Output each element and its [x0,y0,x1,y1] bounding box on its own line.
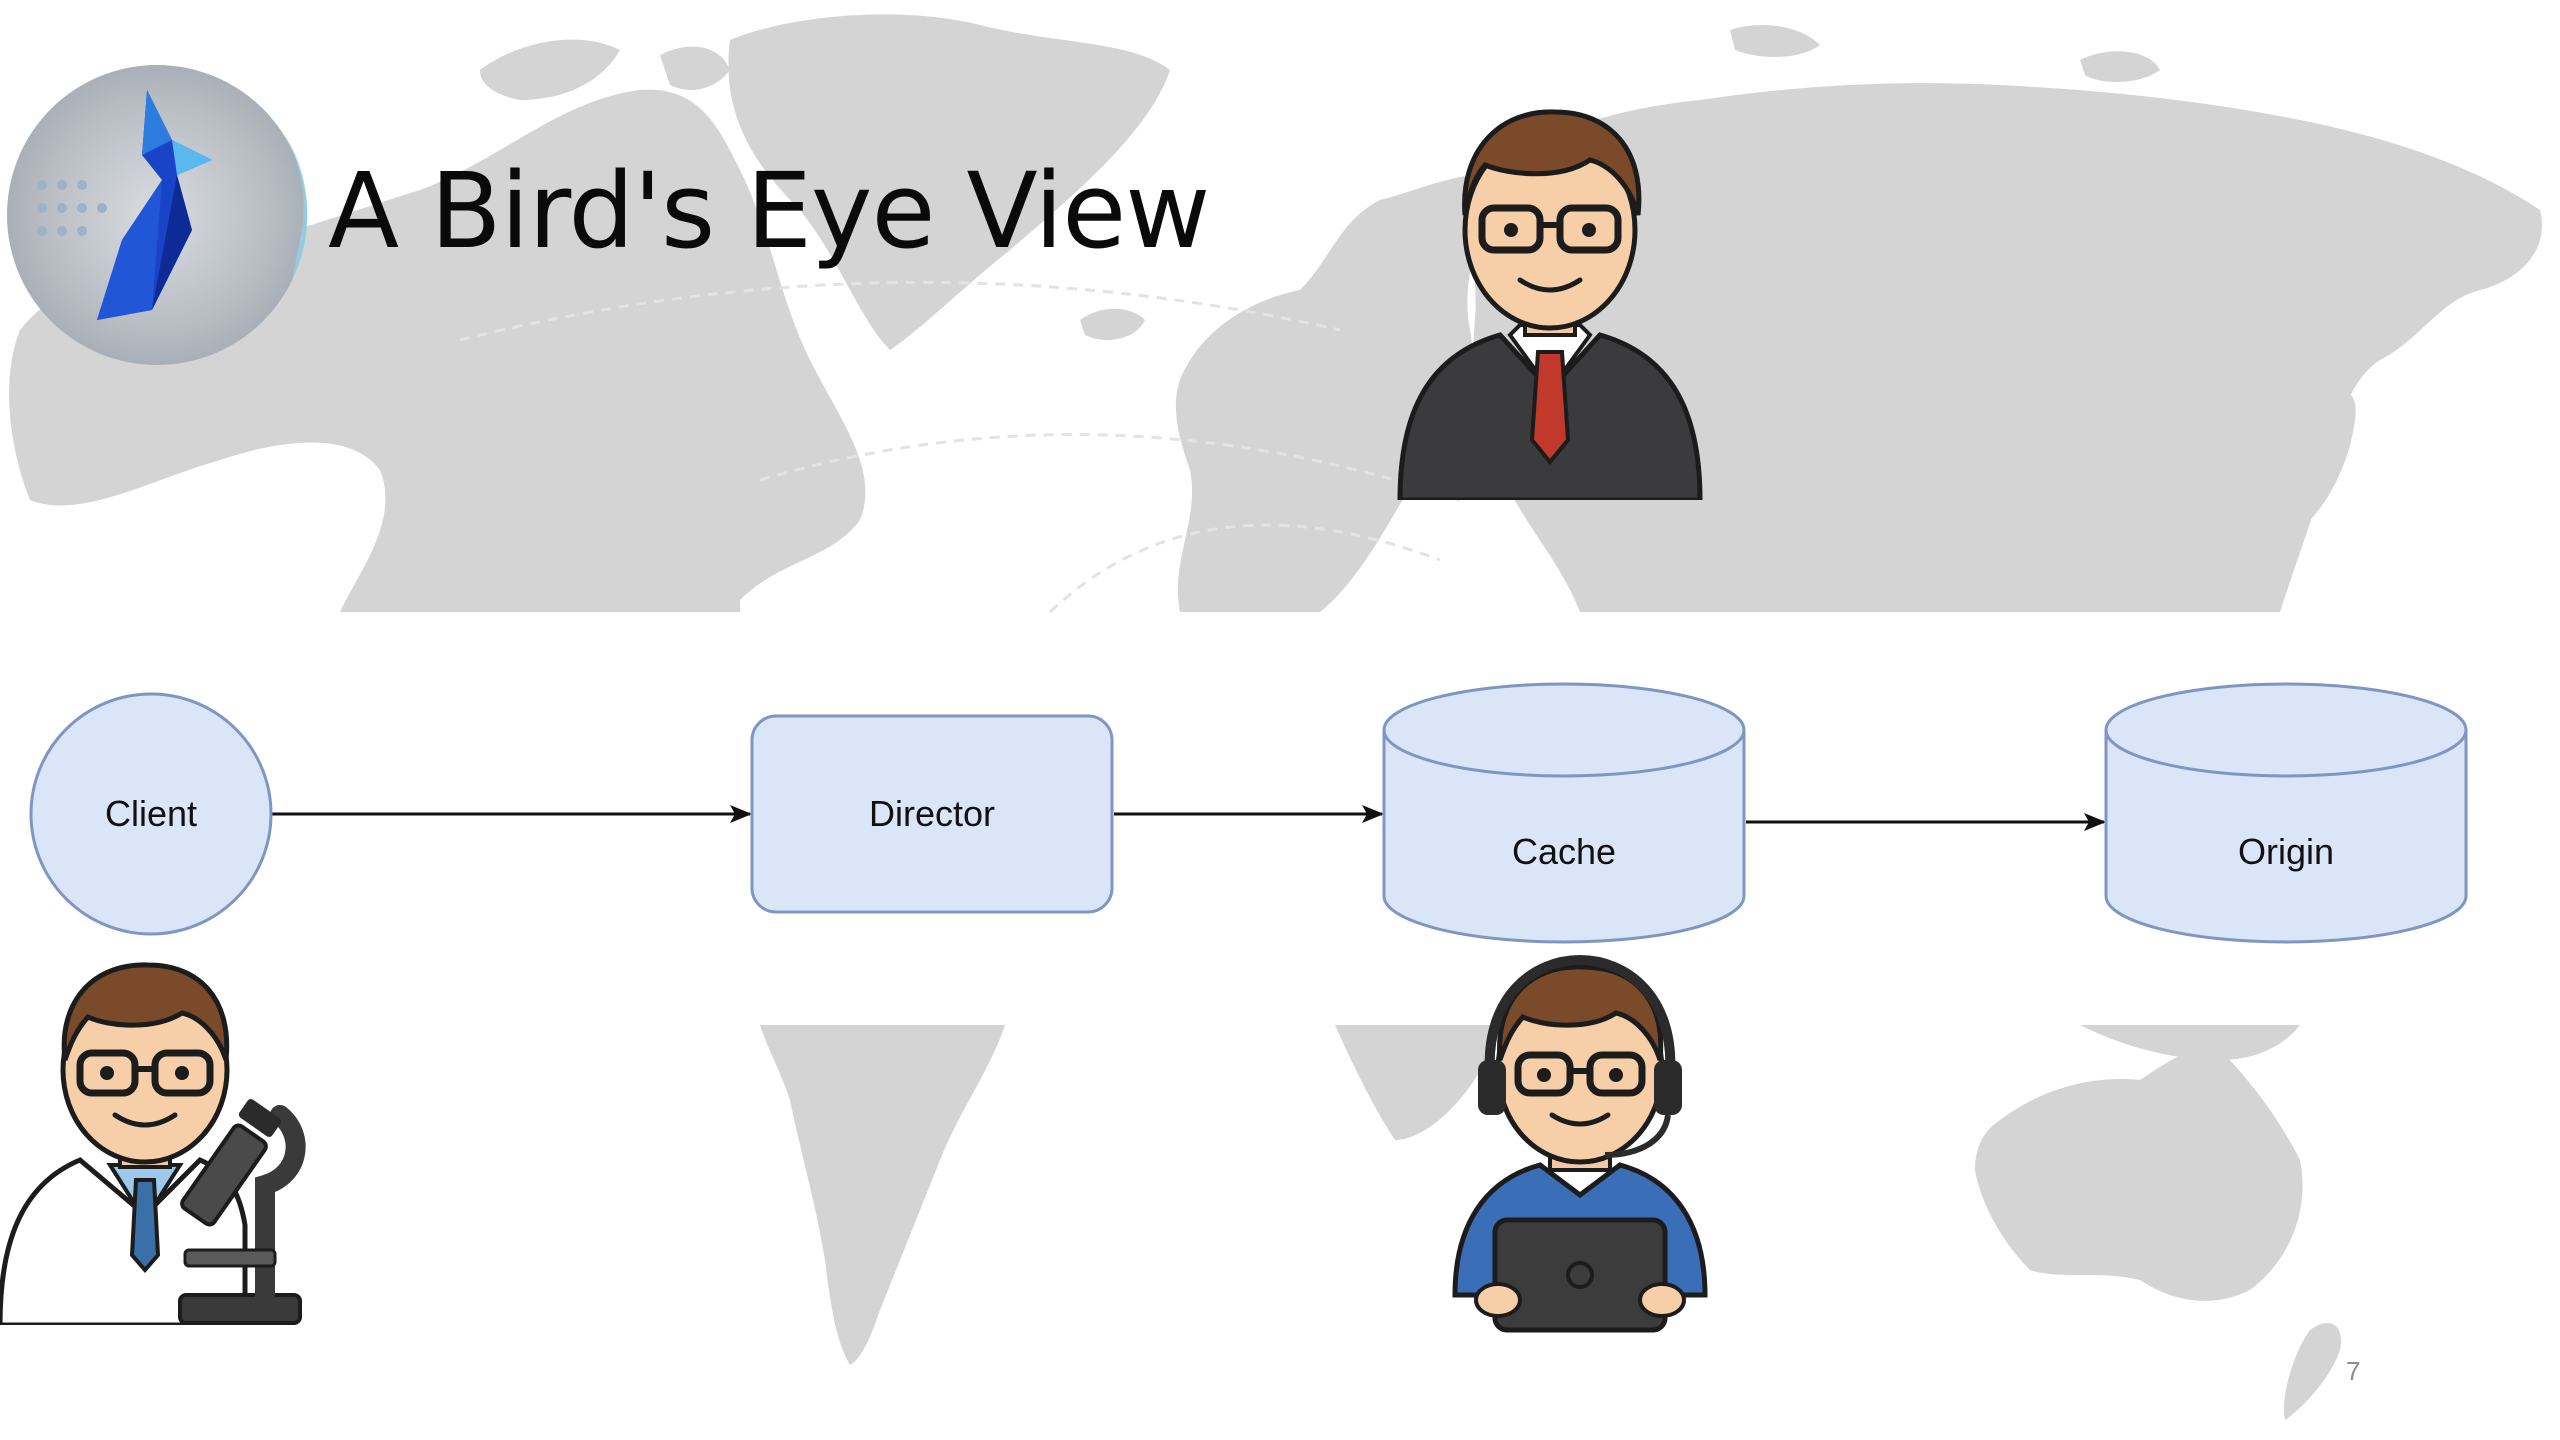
cache-label: Cache [1512,831,1616,872]
page-title: A Bird's Eye View [328,150,1210,272]
origin-node: Origin [2104,682,2468,944]
origin-label: Origin [2238,831,2334,872]
director-label: Director [869,793,995,834]
support-agent-with-headset-icon [1452,955,1708,1333]
client-node: Client [29,692,273,936]
cache-node: Cache [1382,682,1746,944]
director-node: Director [750,714,1114,914]
page-number: 7 [2346,1356,2361,1386]
client-label: Client [105,793,197,834]
pelican-logo-icon [7,65,308,365]
scientist-with-microscope-icon [0,962,306,1325]
businessman-icon [1397,109,1703,500]
